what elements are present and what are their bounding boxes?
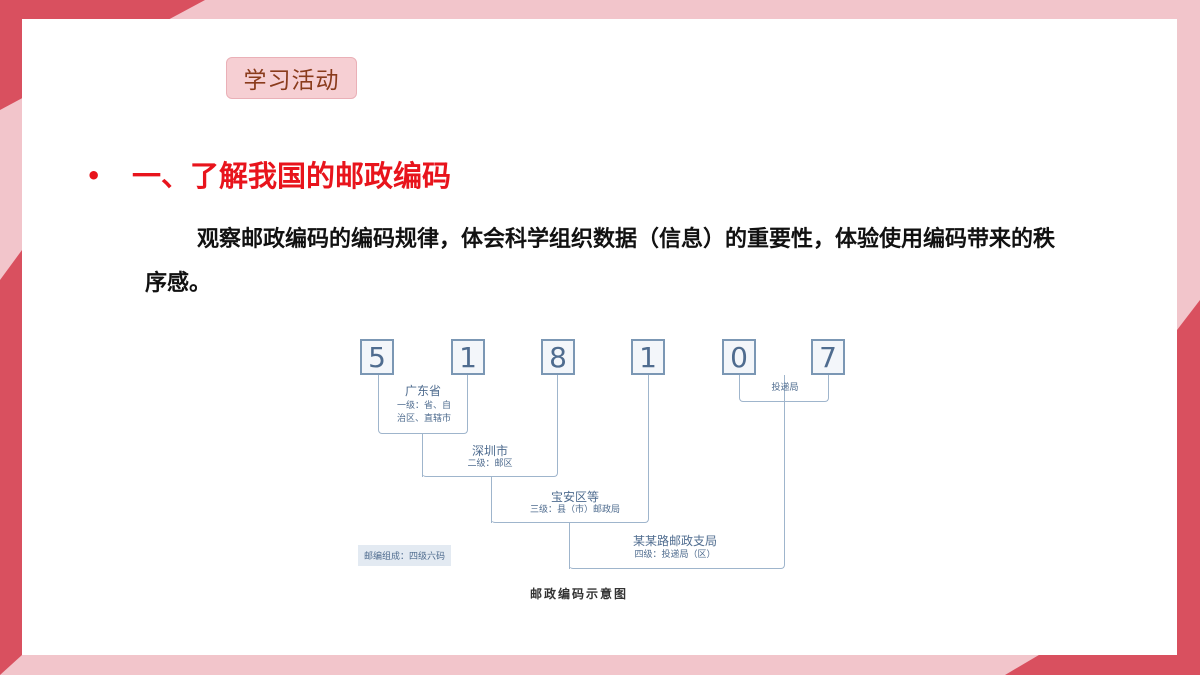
level2-bracket <box>422 375 558 477</box>
level3-desc: 三级：县（市）邮政局 <box>529 505 620 515</box>
digit-box: 7 <box>811 339 845 375</box>
digit-box: 1 <box>451 339 485 375</box>
level1-name: 广东省 <box>404 384 441 398</box>
level1-bracket <box>378 375 468 434</box>
level4-desc: 四级：投递局（区） <box>634 550 716 560</box>
level4-bracket <box>569 375 785 569</box>
level2-name: 深圳市 <box>471 444 508 458</box>
level1-desc: 一级：省、自 <box>396 401 451 411</box>
digit-box: 5 <box>360 339 394 375</box>
delivery-name: 投递局 <box>771 383 799 393</box>
digit-box: 0 <box>722 339 756 375</box>
section-heading: 一、了解我国的邮政编码 <box>132 159 452 193</box>
level3-bracket <box>491 375 649 523</box>
level2-desc: 二级：邮区 <box>467 459 513 469</box>
bullet-icon: • <box>86 162 102 190</box>
slide-card <box>22 19 1177 655</box>
digit-box: 1 <box>631 339 665 375</box>
level4-stem <box>569 523 570 569</box>
activity-badge: 学习活动 <box>226 57 357 99</box>
level3-name: 宝安区等 <box>550 490 599 504</box>
level1-desc: 治区、直辖市 <box>396 414 451 424</box>
level2-stem <box>422 434 423 477</box>
digit-box: 8 <box>541 339 575 375</box>
diagram-caption: 邮政编码示意图 <box>530 587 629 601</box>
level4-name: 某某路邮政支局 <box>632 534 717 548</box>
postal-code-diagram: 5 1 8 1 0 7 广东省 一级：省、自 治区、直辖市 深圳市 二级：邮区 … <box>350 330 860 610</box>
delivery-bracket <box>739 375 829 402</box>
diagram-legend: 邮编组成：四级六码 <box>358 545 452 566</box>
description-paragraph: 观察邮政编码的编码规律，体会科学组织数据（信息）的重要性，体验使用编码带来的秩序… <box>145 227 1056 296</box>
level3-stem <box>491 477 492 523</box>
